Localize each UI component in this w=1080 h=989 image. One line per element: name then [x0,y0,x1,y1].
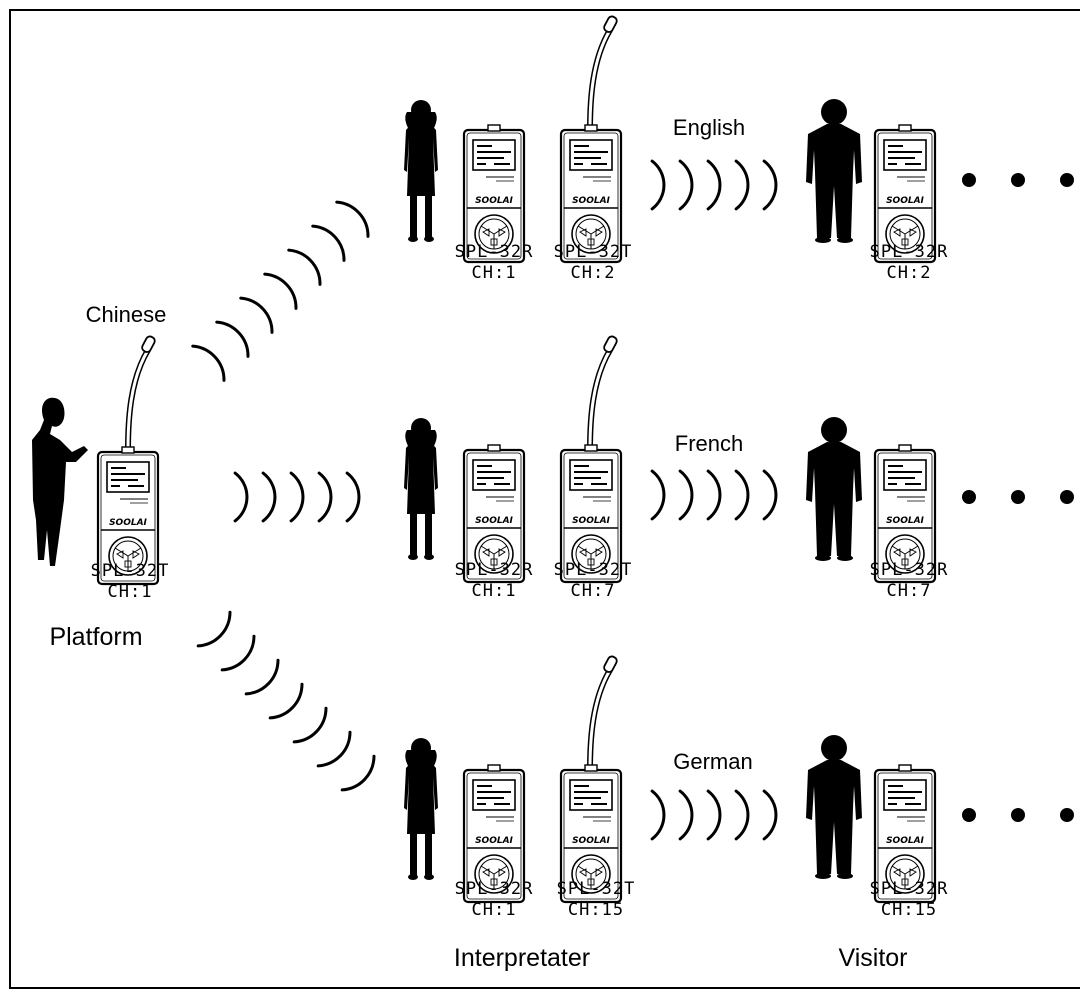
wave-arc [191,344,226,382]
device-model: SPL-32R [454,560,534,580]
device-channel: CH:7 [886,581,932,601]
platform-presenter-person-icon [32,397,88,566]
device-model: SPL-32R [869,242,949,262]
device-channel: CH:1 [471,581,517,601]
visitor-person-icon [806,735,862,879]
interpreter-microphone-icon [590,335,618,450]
wave-arc [317,471,333,523]
wave-arc [678,789,694,841]
role-label-visitor: Visitor [838,944,908,972]
wave-arc [706,469,722,521]
wave-arc [762,159,778,211]
wave-arc [220,634,256,672]
wave-arc [316,730,352,768]
device-caption-visitor-receiver: SPL-32R CH:7 [870,560,949,602]
device-caption-visitor-receiver: SPL-32R CH:15 [870,879,949,921]
device-channel: CH:15 [880,900,938,920]
device-model: SPL-32T [90,561,170,581]
device-channel: CH:2 [570,263,616,283]
language-label-english: English [672,115,746,140]
wave-arc [650,469,666,521]
wave-arc [678,469,694,521]
visitor-person-icon [806,417,862,561]
row-german [404,655,937,904]
wave-arc [233,471,249,523]
wave-arc [340,754,376,792]
visitor-person-icon [806,99,862,243]
language-label-french: French [674,431,744,456]
device-channel: CH:2 [886,263,932,283]
device-caption-visitor-receiver: SPL-32R CH:2 [870,242,949,284]
device-caption-interpreter-receiver: SPL-32R CH:1 [455,879,534,921]
device-caption-interpreter-transmitter: SPL-32T CH:15 [557,879,636,921]
language-label-german: German [673,749,753,774]
device-caption-platform: SPL-32T CH:1 [91,561,170,603]
wave-arc [261,471,277,523]
wave-arc [762,789,778,841]
role-label-interpreter: Interpretater [453,944,591,972]
wave-arc [762,469,778,521]
interpreter-person-icon [404,738,438,880]
device-model: SPL-32T [553,560,633,580]
wave-arc [345,471,361,523]
device-model: SPL-32T [553,242,633,262]
wave-arc [268,682,304,720]
interpreter-person-icon [404,100,438,242]
device-model: SPL-32R [454,242,534,262]
wave-arc [650,159,666,211]
device-caption-interpreter-receiver: SPL-32R CH:1 [455,560,534,602]
wave-arc [650,789,666,841]
wave-arc [734,789,750,841]
wave-arc [734,469,750,521]
wave-arc [678,159,694,211]
wave-arc [215,320,250,358]
wave-arc [335,200,370,238]
interpreter-microphone-icon [590,15,618,130]
row-english [404,15,937,264]
interpreter-person-icon [404,418,438,560]
device-channel: CH:7 [570,581,616,601]
device-caption-interpreter-receiver: SPL-32R CH:1 [455,242,534,284]
device-channel: CH:1 [471,263,517,283]
wave-arc [289,471,305,523]
device-model: SPL-32T [556,879,636,899]
wave-arc [239,296,274,334]
wave-arc [196,610,232,648]
device-channel: CH:1 [107,582,153,602]
device-caption-interpreter-transmitter: SPL-32T CH:7 [554,560,633,602]
ellipsis-dots-icon [962,173,1074,822]
wave-arc [263,272,298,310]
wave-arc [706,159,722,211]
row-french [404,335,937,584]
language-label-chinese: Chinese [85,302,167,327]
platform-microphone-icon [128,335,156,450]
wave-arc [706,789,722,841]
interpreter-microphone-icon [590,655,618,770]
wave-arc [292,706,328,744]
device-channel: CH:1 [471,900,517,920]
device-model: SPL-32R [869,560,949,580]
wave-arc [311,224,346,262]
device-model: SPL-32R [869,879,949,899]
device-channel: CH:15 [567,900,625,920]
device-model: SPL-32R [454,879,534,899]
device-caption-interpreter-transmitter: SPL-32T CH:2 [554,242,633,284]
wave-arc [734,159,750,211]
wave-arc [244,658,280,696]
wave-arc [287,248,322,286]
radio-waves-icon [191,159,778,841]
role-label-platform: Platform [49,623,143,651]
